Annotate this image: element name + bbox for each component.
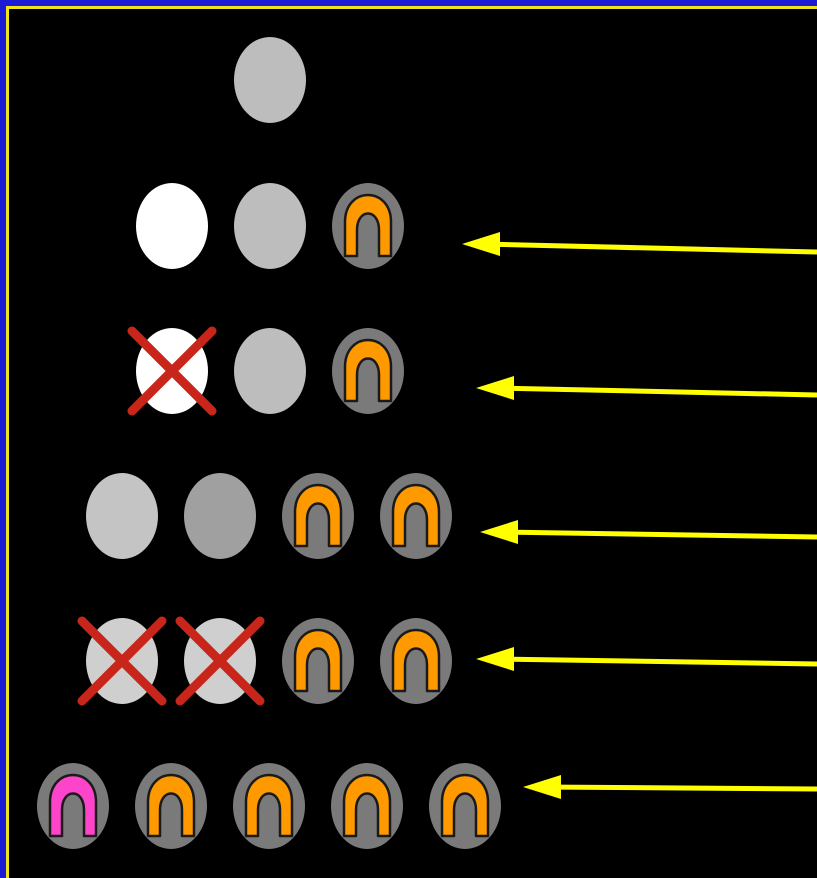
token-ellipse (86, 473, 158, 559)
token-ellipse (234, 183, 306, 269)
pointer-arrow-4 (480, 520, 817, 544)
pointer-arrow-3 (476, 376, 817, 400)
arch-marker-icon (343, 193, 393, 258)
arrow-head (476, 376, 514, 400)
token-row-2 (136, 183, 404, 269)
token (37, 763, 109, 849)
arch-marker-icon (391, 483, 441, 548)
cross-mark (175, 616, 265, 706)
arch-marker-icon (146, 773, 196, 838)
token (127, 326, 217, 416)
token (331, 763, 403, 849)
token-row-6 (37, 763, 501, 849)
arch-marker-icon (440, 773, 490, 838)
diagram-panel (6, 6, 817, 878)
arrow-shaft (511, 385, 817, 398)
token (86, 473, 158, 559)
arrow-shaft (558, 784, 817, 792)
arch-marker-icon (48, 773, 98, 838)
token-ellipse (234, 328, 306, 414)
token (135, 763, 207, 849)
token-row-5 (77, 616, 452, 706)
arrow-shaft (515, 529, 817, 540)
pointer-arrow-2 (462, 232, 817, 256)
token-ellipse (136, 183, 208, 269)
token-row-3 (127, 326, 404, 416)
arrow-shaft (497, 241, 817, 255)
arch-marker-icon (244, 773, 294, 838)
token (332, 328, 404, 414)
arch-marker-icon (293, 628, 343, 693)
arrow-head (476, 647, 514, 671)
token (380, 618, 452, 704)
arrow-shaft (511, 656, 817, 667)
token (184, 473, 256, 559)
cross-mark (77, 616, 167, 706)
token (233, 763, 305, 849)
token (332, 183, 404, 269)
cross-mark (127, 326, 217, 416)
token (380, 473, 452, 559)
token (136, 183, 208, 269)
arch-marker-icon (342, 773, 392, 838)
arch-marker-icon (391, 628, 441, 693)
token-ellipse (184, 473, 256, 559)
arrow-head (523, 775, 561, 799)
token-row-1 (234, 37, 306, 123)
arch-marker-icon (343, 338, 393, 403)
arrow-head (462, 232, 500, 256)
token (282, 618, 354, 704)
token-row-4 (86, 473, 452, 559)
token-ellipse (234, 37, 306, 123)
token (282, 473, 354, 559)
token (234, 183, 306, 269)
token (77, 616, 167, 706)
token (234, 37, 306, 123)
token (429, 763, 501, 849)
pointer-arrow-6 (523, 775, 817, 799)
arch-marker-icon (293, 483, 343, 548)
token (175, 616, 265, 706)
pointer-arrow-5 (476, 647, 817, 671)
arrow-head (480, 520, 518, 544)
token (234, 328, 306, 414)
